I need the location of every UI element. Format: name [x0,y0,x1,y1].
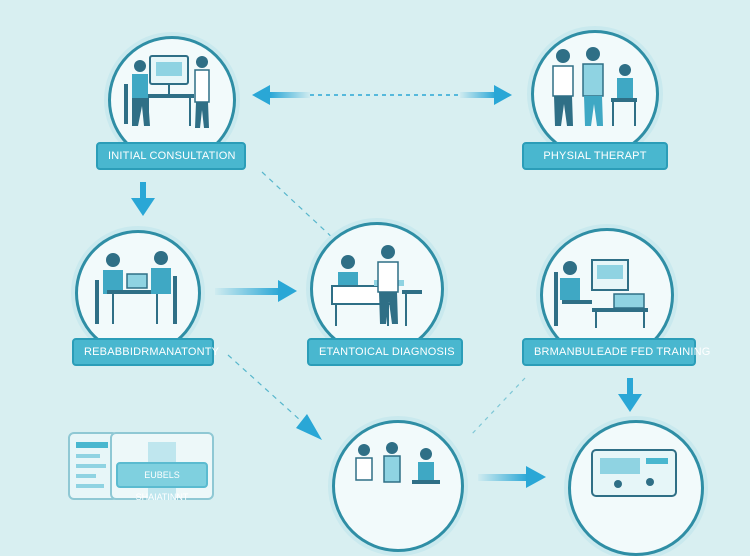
care-pathway-diagram: INITIAL CONSULTATION PHYSIAL THERAPT [68,30,710,556]
diagonal-arrow-head [296,414,322,440]
patient-desk-icon [95,251,177,324]
node-label: BRMANBULEADE FED TRAINING [522,338,710,366]
down-arrow-left [131,182,155,216]
node-label: PHYSIAL THERAPT [522,142,668,170]
document-panel-icon [68,432,118,500]
node-label: ETANTOICAL DIAGNOSIS [307,338,463,366]
doctor-consultation-icon [124,55,210,128]
connector-layer [131,85,642,488]
right-arrow-middle [215,280,297,302]
node-label: REBABBIDRMANATONTY [72,338,219,366]
panel-label: EUBELS SHAIATINNT [116,462,208,502]
dashed-link-right [469,377,526,437]
bidirectional-arrow-top [252,85,512,105]
document-lines-icon [76,442,108,488]
monitor-screen-icon [591,449,677,497]
therapy-session-icon [552,47,637,126]
right-arrow-bottom [478,466,546,488]
dashed-link-left [227,354,301,421]
group-session-icon [355,442,440,484]
diagnosis-desk-icon [331,245,422,326]
down-arrow-right [618,378,642,412]
node-label: INITIAL CONSULTATION [96,142,246,170]
dashed-link-top [261,171,336,241]
computer-training-icon [554,259,648,328]
